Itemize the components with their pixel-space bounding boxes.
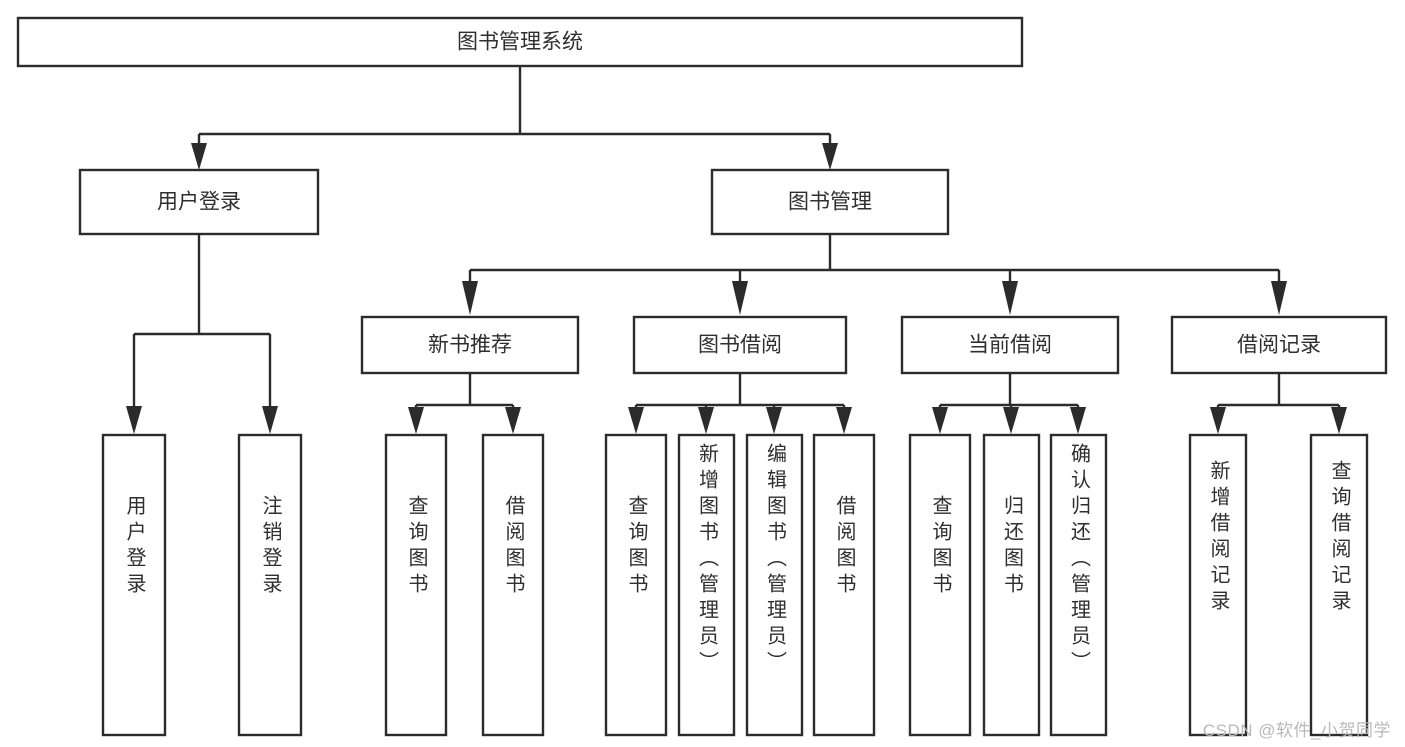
node-user-login-label: 用户登录 [157,191,241,214]
node-new-book-recommend-label: 新书推荐 [428,334,512,357]
leaf-box-confirm-return[interactable] [1049,433,1108,737]
node-borrow-record-box[interactable] [1170,315,1388,375]
arrow-head-leaf-query-book-3 [932,407,948,434]
connector-group-user-login [126,234,278,434]
node-book-manage-box[interactable] [710,168,950,236]
leaf-box-add-book[interactable] [677,433,736,737]
arrow-head-leaf-query-book-1 [408,407,424,434]
node-book-borrow[interactable]: 图书借阅 [632,315,848,375]
arrow-head-leaf-query-record [1331,407,1347,434]
arrow-head-book-borrow [732,281,748,315]
arrow-head-leaf-confirm-return [1070,407,1086,434]
node-root[interactable]: 图书管理系统 [16,16,1024,68]
arrow-head-leaf-user-login [126,406,142,434]
node-book-manage-label: 图书管理 [788,191,872,214]
leaf-box-query-record[interactable] [1309,433,1369,737]
node-borrow-record[interactable]: 借阅记录 [1170,315,1388,375]
node-current-borrow-box[interactable] [900,315,1120,375]
node-book-borrow-label: 图书借阅 [698,334,782,357]
leaf-box-add-record[interactable] [1188,433,1248,737]
node-new-book-recommend[interactable]: 新书推荐 [360,315,580,375]
node-current-borrow[interactable]: 当前借阅 [900,315,1120,375]
leaf-box-borrow-book-2[interactable] [812,433,876,737]
arrow-head-leaf-add-record [1210,407,1226,434]
leaf-box-user-logout[interactable] [237,433,303,737]
leaf-box-borrow-book-1[interactable] [481,433,545,737]
node-root-label: 图书管理系统 [457,31,583,54]
arrow-head-new-book-recommend [462,281,478,315]
node-current-borrow-label: 当前借阅 [968,334,1052,357]
leaf-box-query-book-2[interactable] [604,433,668,737]
node-borrow-record-label: 借阅记录 [1237,334,1321,357]
arrow-head-leaf-user-logout [262,406,278,434]
node-user-login-box[interactable] [78,168,320,236]
leaf-box-return-book[interactable] [982,433,1041,737]
connector-group-current-borrow [932,373,1086,434]
arrow-head-borrow-record [1271,281,1287,315]
arrow-head-user-login [191,143,207,170]
node-user-login[interactable]: 用户登录 [78,168,320,236]
arrow-head-book-manage [822,143,838,170]
connector-group-borrow-record [1210,373,1347,434]
arrow-head-leaf-borrow-book-2 [836,407,852,434]
arrow-head-current-borrow [1002,281,1018,315]
leaf-box-query-book-3[interactable] [908,433,972,737]
connector-group-book-borrow [628,373,852,434]
node-root-box[interactable] [16,16,1024,68]
leaf-box-group [101,433,1369,737]
connector-group-root [191,66,838,170]
node-book-manage[interactable]: 图书管理 [710,168,950,236]
arrow-head-leaf-borrow-book-1 [505,407,521,434]
node-new-book-recommend-box[interactable] [360,315,580,375]
leaf-box-query-book-1[interactable] [384,433,448,737]
connector-group-book-manage [462,234,1287,315]
arrow-head-leaf-query-book-2 [628,407,644,434]
leaf-box-user-login[interactable] [101,433,167,737]
arrow-head-leaf-edit-book [766,407,782,434]
connector-group-new-book-recommend [408,373,521,434]
arrow-head-leaf-return-book [1003,407,1019,434]
node-book-borrow-box[interactable] [632,315,848,375]
leaf-box-edit-book[interactable] [745,433,804,737]
arrow-head-leaf-add-book [698,407,714,434]
